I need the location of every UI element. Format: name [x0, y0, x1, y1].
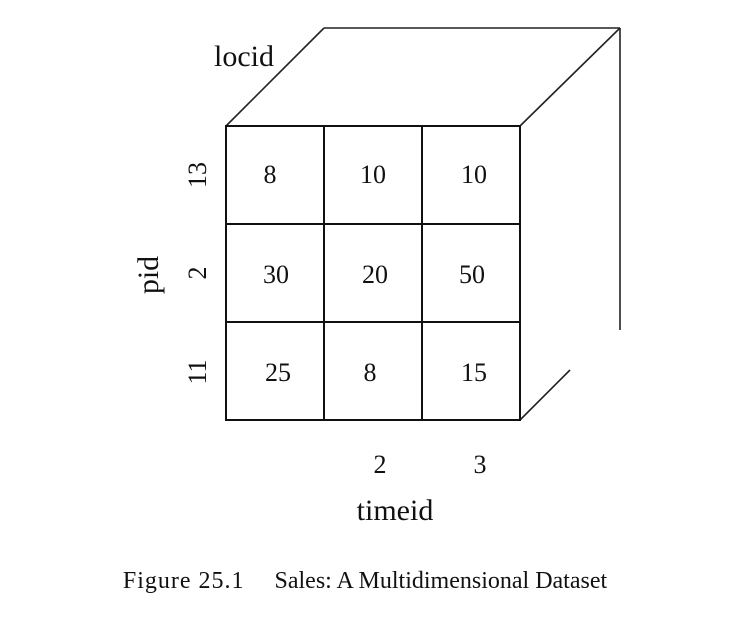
- cell-value: 10: [360, 160, 386, 189]
- pid-tick-label: 11: [183, 359, 212, 384]
- pid-ticks: 13 2 11: [183, 162, 212, 385]
- cell-value: 50: [459, 260, 485, 289]
- top-right-depth-edge: [519, 27, 621, 127]
- cell-value: 8: [364, 358, 377, 387]
- timeid-tick-label: 3: [474, 450, 487, 479]
- cell-value: 20: [362, 260, 388, 289]
- cell-value: 8: [264, 160, 277, 189]
- figure-caption: Figure 25.1 Sales: A Multidimensional Dat…: [0, 568, 730, 595]
- pid-axis-label: pid: [132, 256, 165, 294]
- figure-caption-text: Sales: A Multidimensional Dataset: [274, 568, 608, 594]
- front-face-border: [225, 125, 521, 421]
- cell-values: 8 10 10 30 20 50 25 8 15: [263, 160, 487, 387]
- pid-tick-label: 2: [183, 267, 212, 280]
- cell-value: 15: [461, 358, 487, 387]
- timeid-axis-label: timeid: [357, 494, 434, 527]
- figure-number: Figure 25.1: [122, 568, 245, 594]
- timeid-tick-label: 2: [374, 450, 387, 479]
- locid-axis-label: locid: [214, 40, 274, 73]
- cube-edges: [225, 27, 621, 421]
- bottom-right-depth-edge: [519, 369, 571, 421]
- cell-value: 30: [263, 260, 289, 289]
- cell-value: 10: [461, 160, 487, 189]
- cell-value: 25: [265, 358, 291, 387]
- top-left-depth-edge: [225, 27, 325, 127]
- front-face-grid: [225, 125, 521, 421]
- pid-tick-label: 13: [183, 162, 212, 188]
